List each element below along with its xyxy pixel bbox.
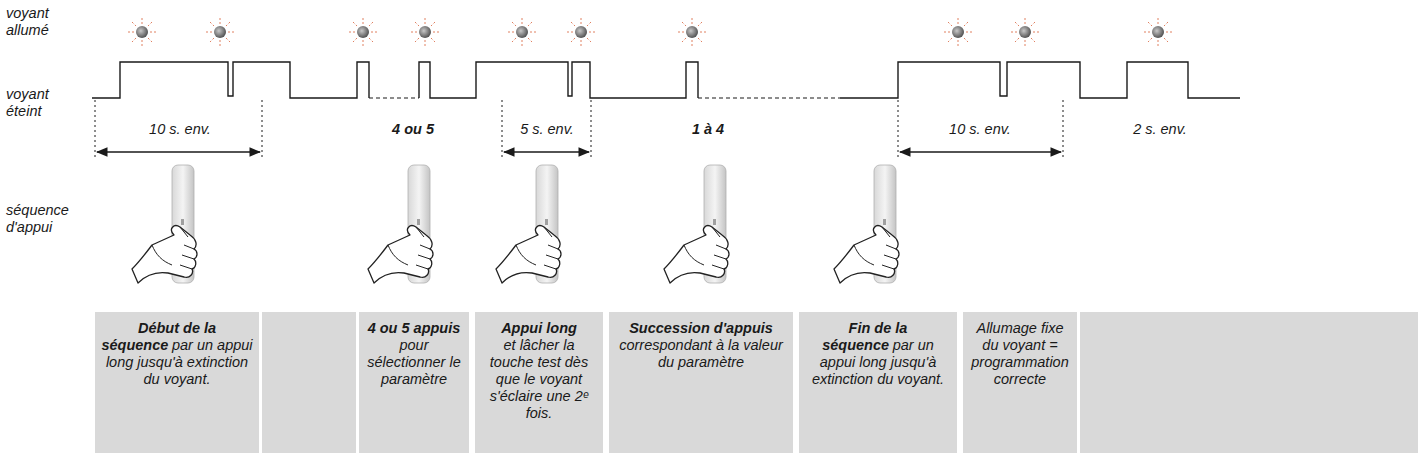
step-panel: Début de la séquencepar un appui long ju… [92,312,262,453]
step-panel: Appui longet lâcher la touche test dès q… [472,312,606,453]
duration-label: 10 s. env. [949,121,1011,138]
step-text: correspondant à la valeur du paramètre [619,337,783,370]
step-panel: Succession d'appuiscorrespondant à la va… [606,312,796,453]
count-label: 4 ou 5 [392,121,434,138]
step-text: pour sélectionner le paramètre [367,337,461,387]
step-panel: Fin de la séquencepar un appui long jusq… [796,312,960,453]
step-heading: Appui long [481,320,597,337]
step-panel: Allumage fixe du voyant = programmation … [960,312,1080,453]
step-heading: 4 ou 5 appuis [365,320,463,337]
duration-label: 5 s. env. [520,121,574,138]
count-label: 1 à 4 [692,121,724,138]
step-text: Allumage fixe du voyant = programmation … [971,320,1069,387]
step-heading: Succession d'appuis [615,320,787,337]
axis-label: voyant éteint [6,86,86,119]
axis-label: voyant allumé [6,5,86,38]
duration-label: 10 s. env. [149,121,211,138]
duration-label: 2 s. env. [1133,121,1187,138]
step-panel: 4 ou 5 appuispour sélectionner le paramè… [356,312,472,453]
axis-label: séquence d'appui [6,202,86,235]
step-text: et lâcher la touche test dès que le voya… [490,337,589,421]
